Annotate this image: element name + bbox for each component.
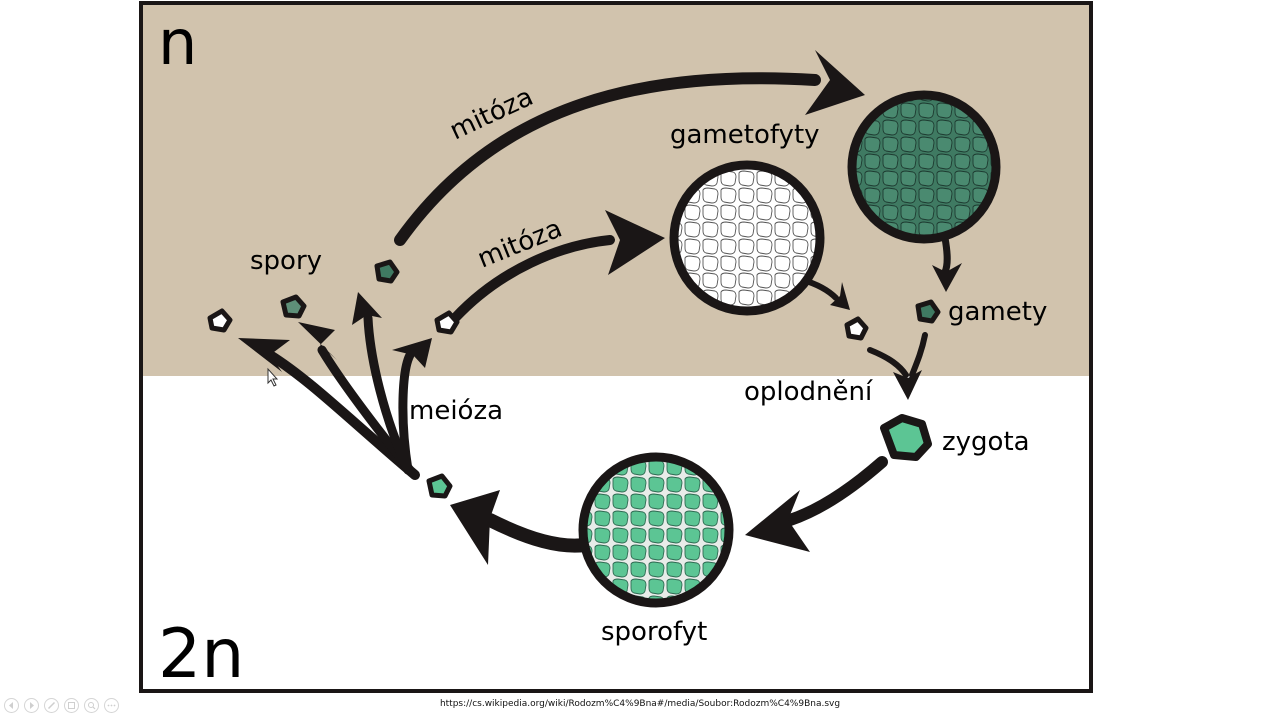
arrow-meiosis-to-spore-3 [363, 313, 413, 475]
arrow-fertilization-left [867, 347, 909, 378]
zygote-label: zygota [942, 427, 1030, 457]
spores-label: spory [250, 246, 322, 276]
arrow-zygote-to-sporophyte [784, 456, 888, 526]
meiosis-label: meióza [409, 396, 503, 426]
meiosis-cell [426, 473, 453, 499]
arrow-heads [238, 50, 962, 565]
sporophyte-light-green [578, 452, 734, 608]
zoom-icon[interactable] [84, 698, 99, 713]
next-icon[interactable] [24, 698, 39, 713]
spore-green-2 [374, 259, 400, 284]
diploid-label: 2n [158, 615, 244, 694]
gametophytes-label: gametofyty [670, 120, 820, 150]
gametes-label: gamety [948, 297, 1047, 327]
small-cells [207, 259, 941, 499]
arrows [265, 72, 951, 553]
zygote [880, 414, 932, 461]
gamete-white [844, 316, 869, 341]
pen-icon[interactable] [44, 698, 59, 713]
gametophyte-dark-green [847, 90, 1001, 244]
spore-white-left [207, 308, 233, 333]
haploid-label: n [158, 6, 197, 79]
slideshow-toolbar [4, 698, 119, 716]
source-caption: https://cs.wikipedia.org/wiki/Rodozm%C4%… [439, 699, 841, 709]
spore-white-right [434, 310, 460, 335]
arrow-meiosis-to-spore-1 [265, 350, 420, 480]
more-icon[interactable] [104, 698, 119, 713]
arrow-gametophyte-to-gamete [941, 234, 951, 276]
arrow-fertilization-right [909, 332, 928, 378]
gametophyte-white [669, 160, 825, 316]
sporophyte-label: sporofyt [601, 617, 707, 647]
fertilization-label: oplodnění [744, 377, 873, 407]
diagram-frame [139, 1, 1093, 693]
mouse-cursor-icon [267, 367, 279, 387]
arrow-mitosis-upper [394, 72, 821, 246]
arrow-mitosis-lower [450, 235, 615, 323]
arrow-sporophyte-to-meiosis [483, 513, 592, 553]
slides-icon[interactable] [64, 698, 79, 713]
previous-icon[interactable] [4, 698, 19, 713]
arrow-meiosis-to-spore-4 [398, 350, 415, 475]
gamete-green [915, 299, 941, 324]
spore-green-1 [280, 294, 307, 319]
